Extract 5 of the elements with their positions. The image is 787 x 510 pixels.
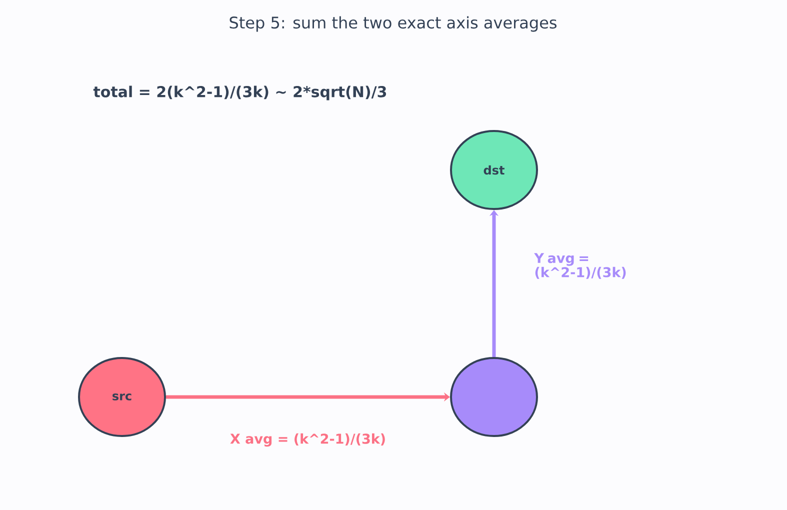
formula-text: total = 2(k^2-1)/(3k) ~ 2*sqrt(N)/3 <box>93 86 386 100</box>
title: Step 5: sum the two exact axis averages <box>230 16 557 32</box>
edge-label: Y avg = (k^2-1)/(3k) <box>534 253 626 279</box>
node-circle <box>450 356 538 437</box>
edge-label: X avg = (k^2-1)/(3k) <box>230 433 385 447</box>
